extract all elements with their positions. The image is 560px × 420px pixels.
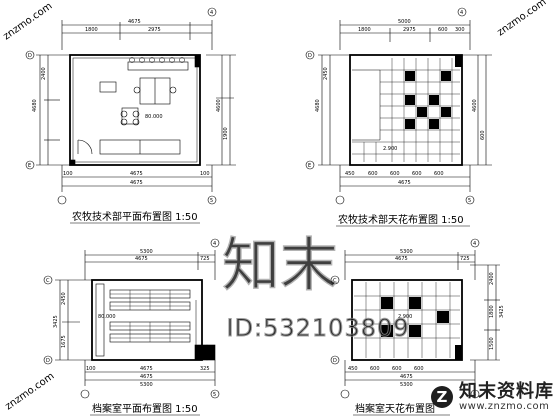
- caption-tech-ceiling: 农牧技术部天花布置图 1:50: [338, 213, 464, 226]
- watermark-corner-top-left: znzmo.com: [1, 1, 54, 43]
- p1-axis-label: E: [28, 163, 31, 169]
- p2-room-label: 2.900: [383, 146, 397, 152]
- plan-tech-floor: [25, 7, 236, 205]
- p4-axis-label: 4: [473, 241, 476, 247]
- p3-side-dim: 3425: [53, 315, 59, 328]
- p2-side-dim: 600: [480, 130, 486, 140]
- p1-bottom-dim: 100: [63, 171, 73, 177]
- p4-top-dim: 4675: [395, 256, 408, 262]
- p3-bottom-dim: 5300: [140, 382, 153, 388]
- plan-tech-ceiling: [305, 7, 492, 205]
- p1-bottom-dim: 4675: [130, 171, 143, 177]
- p3-side-dim: 1675: [61, 335, 67, 348]
- p2-side-dim: 4600: [472, 99, 478, 112]
- p1-top-dim: 2975: [148, 27, 161, 33]
- p4-side-dim: 2400: [489, 272, 495, 285]
- p1-side-dim: 2400: [41, 67, 47, 80]
- p2-top-dim: 5000: [398, 19, 411, 25]
- p2-bottom-dim: 600: [434, 171, 444, 177]
- p2-bottom-dim: 600: [368, 171, 378, 177]
- brand-logo-icon: Z: [431, 386, 453, 409]
- p4-room-label: 2.900: [398, 314, 412, 320]
- p4-axis-label: 5: [473, 392, 476, 398]
- watermark-corner-bottom-left: znzmo.com: [3, 371, 56, 413]
- caption-archive-ceiling: 档案室天花布置图: [355, 402, 435, 415]
- brand-logo-block: Z 知末资料库 www.znzmo.com: [431, 380, 554, 412]
- watermark-corner-top-right: znzmo.com: [495, 0, 548, 38]
- p3-bottom-dim: 4675: [140, 374, 153, 380]
- p1-axis-label: 4: [210, 10, 213, 16]
- p3-top-dim: 725: [200, 256, 210, 262]
- p2-bottom-dim: 4675: [398, 180, 411, 186]
- plan-archive-ceiling: [330, 238, 500, 399]
- p4-bottom-dim: 600: [392, 366, 402, 372]
- p3-bottom-dim: 100: [86, 366, 96, 372]
- p3-room-label: 80.000: [98, 314, 116, 320]
- watermark-center: 知末: [222, 231, 338, 299]
- p4-bottom-dim: 600: [370, 366, 380, 372]
- brand-url: www.znzmo.com: [459, 400, 550, 412]
- p2-top-dim: 1800: [358, 27, 371, 33]
- p2-bottom-dim: 450: [345, 171, 355, 177]
- p1-bottom-dim: 100: [200, 171, 210, 177]
- p1-side-dim: 4600: [216, 99, 222, 112]
- p1-room-label: 80.000: [145, 114, 163, 120]
- p1-side-dim: 1900: [223, 127, 229, 140]
- p3-top-dim: 4675: [135, 256, 148, 262]
- p2-axis-label: D: [308, 53, 312, 59]
- plan-archive-floor: [43, 238, 220, 399]
- p2-top-dim: 600: [438, 27, 448, 33]
- p2-axis-label: 4: [460, 10, 463, 16]
- watermark-id: ID:532103809: [226, 314, 409, 342]
- p3-bottom-dim: 325: [200, 366, 210, 372]
- p3-top-dim: 5300: [140, 249, 153, 255]
- p1-top-dim: 4675: [128, 19, 141, 25]
- p2-bottom-dim: 600: [390, 171, 400, 177]
- p3-side-dim: 2450: [61, 292, 67, 305]
- p2-axis-label: 5: [468, 198, 471, 204]
- p4-top-dim: 5300: [400, 249, 413, 255]
- p4-bottom-dim: 4675: [400, 374, 413, 380]
- p3-axis-label: D: [46, 358, 50, 364]
- p4-side-dim: 3425: [499, 305, 505, 318]
- p2-bottom-dim: 600: [412, 171, 422, 177]
- p2-axis-label: E: [308, 163, 311, 169]
- p3-axis-label: 4: [213, 241, 216, 247]
- p4-axis-label: D: [333, 358, 337, 364]
- p3-bottom-dim: 4675: [140, 366, 153, 372]
- p1-axis-label: D: [28, 53, 32, 59]
- p3-axis-label: 5: [213, 392, 216, 398]
- p1-bottom-dim: 4675: [130, 180, 143, 186]
- p4-side-dim: 1500: [489, 337, 495, 350]
- brand-name: 知末资料库: [459, 380, 554, 402]
- p4-bottom-dim: 450: [348, 366, 358, 372]
- p4-top-dim: 725: [460, 256, 470, 262]
- p3-axis-label: C: [46, 278, 50, 284]
- p4-bottom-dim: 5300: [400, 382, 413, 388]
- p2-top-dim: 2975: [403, 27, 416, 33]
- p4-axis-label: C: [333, 278, 337, 284]
- p1-side-dim: 4680: [32, 99, 38, 112]
- p2-side-dim: 4680: [315, 99, 321, 112]
- p2-side-dim: 2450: [323, 67, 329, 80]
- p2-top-dim: 300: [455, 27, 465, 33]
- p4-bottom-dim: 600: [414, 366, 424, 372]
- p1-axis-label: 5: [210, 198, 213, 204]
- caption-archive-floor: 档案室平面布置图 1:50: [92, 402, 198, 415]
- p4-side-dim: 1800: [489, 305, 495, 318]
- p1-top-dim: 1800: [85, 27, 98, 33]
- caption-tech-floor: 农牧技术部平面布置图 1:50: [72, 210, 198, 223]
